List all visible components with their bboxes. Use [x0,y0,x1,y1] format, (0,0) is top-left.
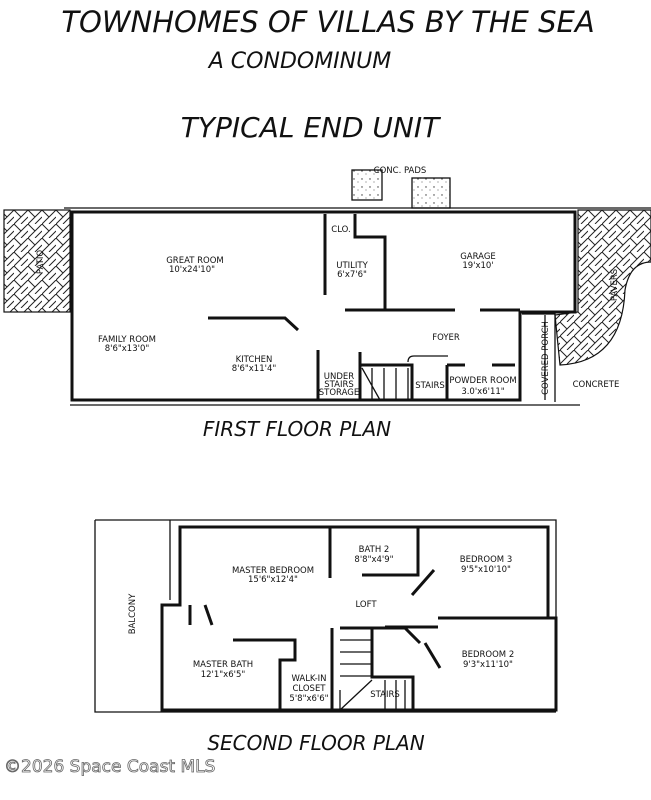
garage-label: GARAGE [460,252,496,262]
under-stairs-label: UNDER [324,372,354,382]
stairs-label: STAIRS [415,381,445,391]
exterior-line [94,519,557,713]
subtitle: A CONDOMINUM [207,49,391,74]
utility-size: 6'x7'6" [337,270,367,280]
master-bath-label: MASTER BATH [193,660,253,670]
powder-room-size: 3.0'x6'11" [461,387,504,397]
concrete-pad [351,169,383,201]
utility-label: UTILITY [336,261,368,271]
interior-walls [323,214,520,312]
covered-porch-label: COVERED PORCH [541,321,551,395]
patio-label: PATIO [36,250,46,274]
balcony-label: BALCONY [128,593,138,634]
patio-area [3,209,71,313]
conc-pads-label: CONC. PADS [374,166,427,176]
pavers-area [554,209,651,366]
interior-walls [233,569,436,710]
master-bedroom-size: 15'6"x12'4" [248,575,298,585]
master-bedroom-label: MASTER BEDROOM [232,566,314,576]
first-floor-caption: FIRST FLOOR PLAN [203,417,391,441]
room-labels-second-floor: MASTER BEDROOM 15'6"x12'4" BATH 2 8'8"x4… [128,545,514,704]
concrete-label: CONCRETE [573,380,620,390]
bedroom3-label: BEDROOM 3 [460,555,512,565]
family-room-label: FAMILY ROOM [98,335,156,345]
stairs-label: STAIRS [370,690,400,700]
stair-treads [361,355,448,401]
exterior-wall [160,525,558,712]
great-room-size: 10'x24'10" [169,265,215,275]
first-floor-plan: CONC. PADS GREAT ROOM 10'x24'10" FAMILY … [3,166,651,441]
bedroom3-size: 9'5"x10'10" [461,565,511,575]
bath2-size: 8'8"x4'9" [354,555,393,565]
great-room-label: GREAT ROOM [166,256,224,266]
stairwell-walls [330,626,422,710]
pavers-label: PAVERS [610,269,620,301]
watermark: ©2026 Space Coast MLS [4,757,215,777]
interior-walls [316,350,515,400]
powder-room-label: POWDER ROOM [449,376,516,386]
concrete-pad [411,177,451,209]
loft-label: LOFT [355,600,377,610]
bedroom2-label: BEDROOM 2 [462,650,514,660]
bath2-label: BATH 2 [359,545,390,555]
interior-walls [188,604,442,669]
walk-in-closet-label: WALK-IN [291,674,326,684]
closet-label: CLO. [331,225,350,235]
under-stairs-label: STAIRS [324,380,354,390]
exterior-wall [70,210,577,402]
garage-size: 19'x10' [462,261,493,271]
stair-treads [339,639,406,711]
interior-walls [328,527,548,629]
kitchen-counter-wall [208,316,300,332]
walk-in-closet-size: 5'8"x6'6" [289,694,328,704]
family-room-size: 8'6"x13'0" [105,344,150,354]
under-stairs-label: STORAGE [319,388,359,398]
room-labels-first-floor: GREAT ROOM 10'x24'10" FAMILY ROOM 8'6"x1… [36,225,620,398]
kitchen-label: KITCHEN [236,355,273,365]
document-title: TOWNHOMES OF VILLAS BY THE SEA [61,5,594,39]
master-bath-size: 12'1"x6'5" [201,670,246,680]
unit-type-heading: TYPICAL END UNIT [181,111,441,144]
foyer-label: FOYER [432,333,460,343]
kitchen-size: 8'6"x11'4" [232,364,277,374]
bedroom2-size: 9'3"x11'10" [463,660,513,670]
second-floor-caption: SECOND FLOOR PLAN [207,731,424,755]
walk-in-closet-label: CLOSET [292,684,326,694]
second-floor-plan: MASTER BEDROOM 15'6"x12'4" BATH 2 8'8"x4… [94,519,558,755]
covered-porch-outline [522,313,556,402]
